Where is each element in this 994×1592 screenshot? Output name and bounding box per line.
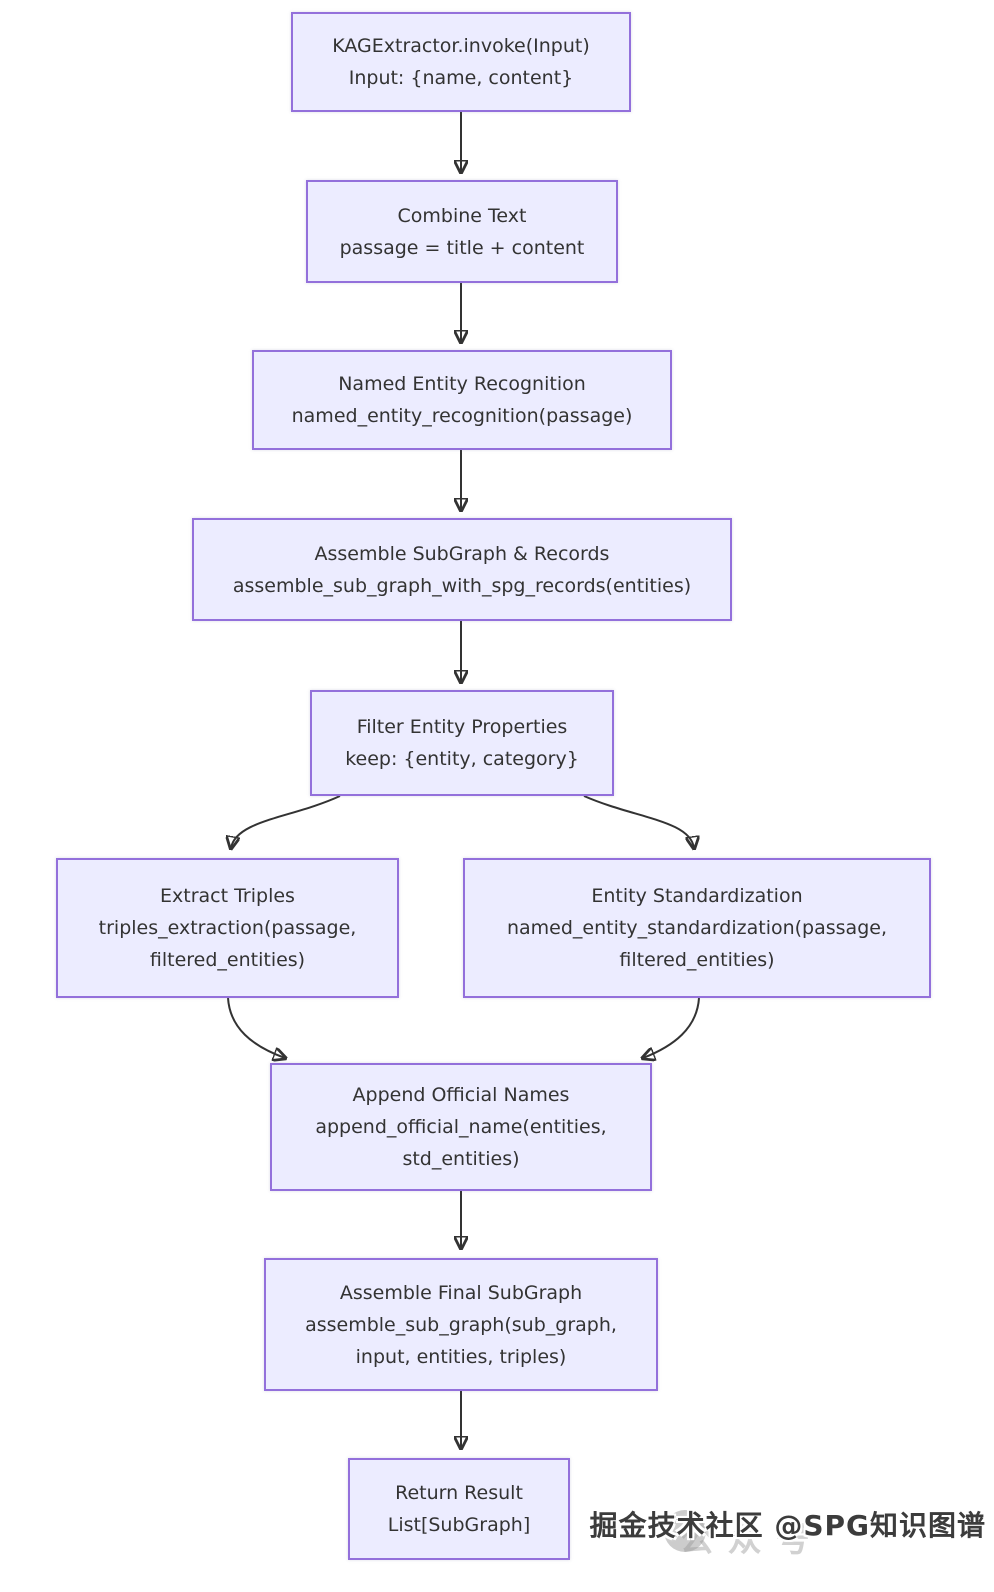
node-subtitle: assemble_sub_graph_with_spg_records(enti… (232, 574, 692, 597)
node-title: Combine Text (397, 204, 527, 227)
edge-triples-append (227, 997, 285, 1058)
edge-std-append (643, 997, 700, 1058)
node-subtitle: std_entities) (402, 1148, 520, 1170)
node-named-entity-recognition: Named Entity Recognition named_entity_re… (252, 350, 672, 450)
node-subtitle: append_official_name(entities, (315, 1116, 607, 1138)
node-kag-extractor-invoke: KAGExtractor.invoke(Input) Input: {name,… (291, 12, 631, 112)
watermark-logo-ghost (663, 1510, 706, 1552)
node-subtitle: List[SubGraph] (387, 1514, 531, 1536)
node-append-official-names: Append Official Names append_official_na… (270, 1063, 652, 1191)
edge-filter-triples (231, 795, 341, 848)
watermark-text: 掘金技术社区 @SPG知识图谱 (589, 1509, 986, 1542)
node-title: Assemble SubGraph & Records (314, 542, 610, 565)
edge-filter-std (583, 795, 694, 848)
node-subtitle: named_entity_standardization(passage, (506, 917, 887, 939)
node-subtitle: assemble_sub_graph(sub_graph, (305, 1313, 617, 1336)
node-title: Filter Entity Properties (356, 716, 568, 738)
node-return-result: Return Result List[SubGraph] (348, 1458, 570, 1560)
node-extract-triples: Extract Triples triples_extraction(passa… (56, 858, 399, 998)
node-subtitle: filtered_entities) (149, 949, 306, 971)
node-title: Extract Triples (160, 885, 295, 907)
node-title: Assemble Final SubGraph (339, 1281, 583, 1304)
node-subtitle: Input: {name, content} (348, 67, 574, 89)
node-combine-text: Combine Text passage = title + content (306, 180, 618, 283)
node-subtitle: triples_extraction(passage, (98, 917, 357, 939)
node-title: KAGExtractor.invoke(Input) (332, 35, 590, 57)
node-subtitle: filtered_entities) (619, 949, 775, 971)
node-subtitle: named_entity_recognition(passage) (291, 405, 633, 427)
node-subtitle: input, entities, triples) (355, 1345, 567, 1368)
watermark: 公众号 掘金技术社区 @SPG知识图谱 (589, 1496, 986, 1560)
node-title: Named Entity Recognition (338, 373, 586, 395)
node-subtitle: keep: {entity, category} (345, 748, 579, 770)
node-subtitle: passage = title + content (339, 236, 585, 259)
node-title: Entity Standardization (591, 885, 803, 907)
node-title: Append Official Names (352, 1084, 570, 1106)
node-filter-entity-properties: Filter Entity Properties keep: {entity, … (310, 690, 614, 796)
watermark-ghost-text: 公众号 (679, 1520, 824, 1560)
node-title: Return Result (395, 1482, 523, 1504)
node-entity-standardization: Entity Standardization named_entity_stan… (463, 858, 931, 998)
node-assemble-subgraph-records: Assemble SubGraph & Records assemble_sub… (192, 518, 732, 621)
node-assemble-final-subgraph: Assemble Final SubGraph assemble_sub_gra… (264, 1258, 658, 1391)
